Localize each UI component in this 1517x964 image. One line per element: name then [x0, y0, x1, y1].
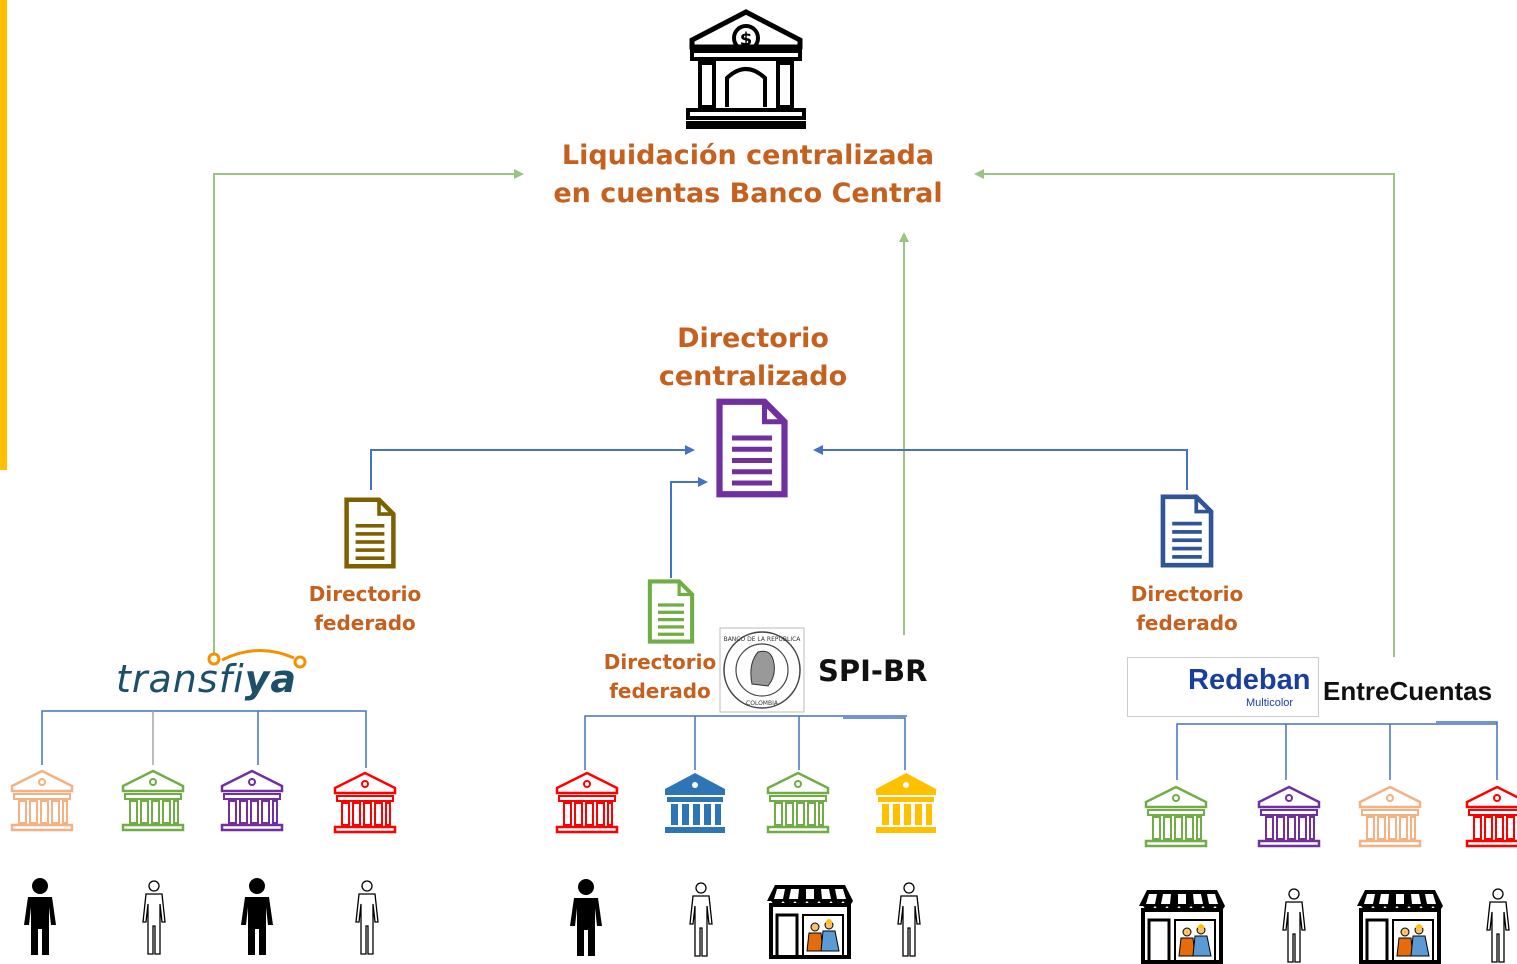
svg-text:$: $ — [740, 29, 753, 50]
centralized-directory-line1: Directorio — [677, 323, 829, 354]
bank-icon — [1465, 785, 1517, 848]
directory-arrows — [370, 445, 1188, 578]
redeban-brand: Redeban — [1188, 664, 1311, 696]
bank-icon — [10, 769, 74, 832]
centralized-directory-label: Directorio centralizado — [620, 320, 886, 396]
bank-icon — [220, 769, 284, 832]
redeban-logo-box — [1127, 657, 1319, 717]
federated-directory-label-right: Directorio federado — [1112, 580, 1262, 638]
svg-text:BANCO DE LA REPUBLICA: BANCO DE LA REPUBLICA — [724, 636, 802, 643]
bank-dollar-icon: $ — [685, 8, 807, 130]
person-icon — [1486, 888, 1510, 963]
transfiya-logo-dots — [207, 648, 307, 669]
left-accent-bar — [0, 0, 7, 470]
person-icon — [24, 878, 56, 955]
tree-lines-left — [41, 710, 367, 768]
person-icon — [689, 882, 713, 957]
federated-right-line1: Directorio — [1130, 582, 1244, 606]
redeban-sub: Multicolor — [1246, 697, 1294, 709]
bank-icon — [121, 769, 185, 832]
person-icon — [897, 882, 921, 957]
settlement-arrows — [213, 169, 1395, 657]
store-icon — [1137, 888, 1227, 964]
person-icon — [355, 880, 379, 955]
svg-text:COLOMBIA: COLOMBIA — [746, 700, 779, 707]
bank-icon — [555, 771, 619, 834]
central-settlement-label: Liquidación centralizada en cuentas Banc… — [520, 137, 976, 213]
tree-lines-center — [584, 715, 907, 770]
federated-center-line1: Directorio — [603, 650, 717, 674]
person-icon — [142, 880, 166, 955]
federated-center-line2: federado — [609, 679, 711, 703]
bank-icon — [665, 773, 725, 833]
entrecuentas-label: EntreCuentas — [1323, 676, 1493, 706]
person-icon — [241, 878, 273, 955]
transfiya-logo: transfiya — [116, 657, 297, 701]
bank-icon — [333, 771, 397, 834]
bank-icon — [1257, 785, 1321, 848]
store-icon — [1355, 888, 1445, 964]
banco-republica-seal: BANCO DE LA REPUBLICA COLOMBIA — [719, 627, 805, 713]
store-icon — [765, 883, 855, 959]
central-title-line2: en cuentas Banco Central — [553, 178, 943, 209]
federated-left-line2: federado — [314, 611, 416, 635]
bank-icon — [766, 771, 830, 834]
transfiya-suffix: ya — [244, 657, 298, 701]
federated-right-line2: federado — [1136, 611, 1238, 635]
central-document-icon — [720, 402, 785, 495]
federated-left-line1: Directorio — [308, 582, 422, 606]
person-icon — [1282, 888, 1306, 963]
federated-document-icon-left — [347, 500, 394, 567]
bank-icon — [1358, 785, 1422, 848]
centralized-directory-line2: centralizado — [658, 361, 848, 392]
transfiya-prefix: transfi — [116, 657, 245, 701]
federated-directory-label-center: Directorio federado — [590, 648, 730, 706]
spi-br-label: SPI-BR — [818, 654, 928, 688]
federated-document-icon-center — [650, 581, 692, 641]
central-title-line1: Liquidación centralizada — [561, 140, 935, 171]
person-icon — [570, 879, 602, 956]
tree-lines-right — [1176, 721, 1498, 780]
bank-icon — [1144, 785, 1208, 848]
bank-icon — [876, 773, 936, 833]
federated-document-icon-right — [1163, 497, 1211, 565]
federated-directory-label-left: Directorio federado — [290, 580, 440, 638]
